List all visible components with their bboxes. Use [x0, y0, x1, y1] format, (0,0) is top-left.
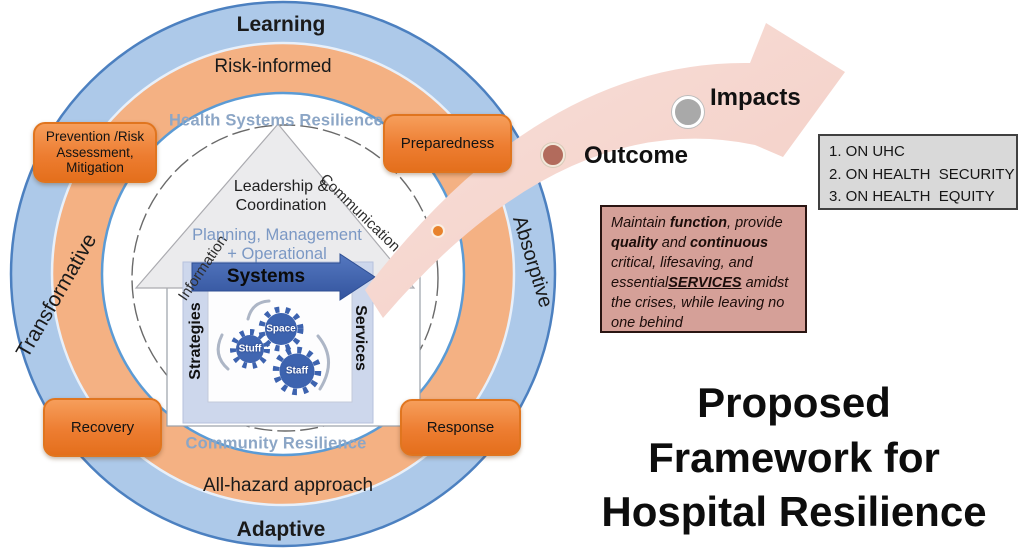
- impacts-label: Impacts: [710, 84, 801, 111]
- outcome-swoosh-arrow: [365, 23, 845, 318]
- impacts-list-box: 1. ON UHC 2. ON HEALTH SECURITY 3. ON HE…: [818, 134, 1018, 210]
- ring-label-health-systems-resilience: Health Systems Resilience: [168, 111, 384, 130]
- title-line-1: Proposed: [697, 379, 891, 426]
- title-line-3: Hospital Resilience: [601, 488, 987, 536]
- gear-arc-right: [316, 334, 330, 391]
- outcome-label: Outcome: [584, 142, 689, 169]
- gear-label-staff: Staff: [285, 365, 309, 377]
- function-note-box: Maintain function, provide quality and c…: [600, 205, 807, 333]
- gear-panel: [207, 287, 353, 403]
- ring-label-learning: Learning: [236, 13, 326, 36]
- title-line-2: Framework for: [648, 433, 940, 481]
- ring-label-risk-informed: Risk-informed: [214, 56, 332, 77]
- gear-label-space: Space: [266, 323, 296, 335]
- phase-box-response: Response: [400, 399, 521, 456]
- gear-space: [258, 306, 304, 352]
- planning-management-label: Planning, Management + Operational: [192, 226, 362, 263]
- gear-arc-left: [216, 333, 230, 371]
- output-dot: [431, 224, 445, 238]
- phase-box-preparedness: Preparedness: [383, 114, 512, 173]
- ring-label-adaptive: Adaptive: [236, 518, 326, 541]
- systems-arrow: [191, 253, 376, 301]
- impact-item-uhc: 1. ON UHC: [829, 143, 905, 160]
- figure-title: Proposed Framework for Hospital Resilien…: [568, 376, 1020, 540]
- gear-staff: [272, 346, 322, 396]
- impact-item-health-equity: 3. ON HEALTH EQUITY: [829, 188, 995, 205]
- gear-stuff: [230, 329, 270, 369]
- outcome-dot: [541, 143, 565, 167]
- phase-box-prevention: Prevention /Risk Assessment, Mitigation: [33, 122, 157, 183]
- leadership-coordination-label: Leadership & Coordination: [233, 178, 329, 214]
- services-label: Services: [352, 305, 369, 371]
- ring-label-all-hazard: All-hazard approach: [202, 475, 374, 496]
- impacts-dot: [672, 96, 704, 128]
- strategies-label: Strategies: [187, 302, 204, 380]
- dashed-circle: [131, 124, 439, 432]
- impact-item-health-security: 2. ON HEALTH SECURITY: [829, 165, 1015, 183]
- gear-label-stuff: Stuff: [238, 343, 262, 355]
- phase-box-recovery: Recovery: [43, 398, 162, 457]
- systems-arrow-label: Systems: [226, 266, 306, 287]
- gear-arc-top: [246, 299, 271, 321]
- ring-label-community-resilience: Community Resilience: [185, 434, 367, 453]
